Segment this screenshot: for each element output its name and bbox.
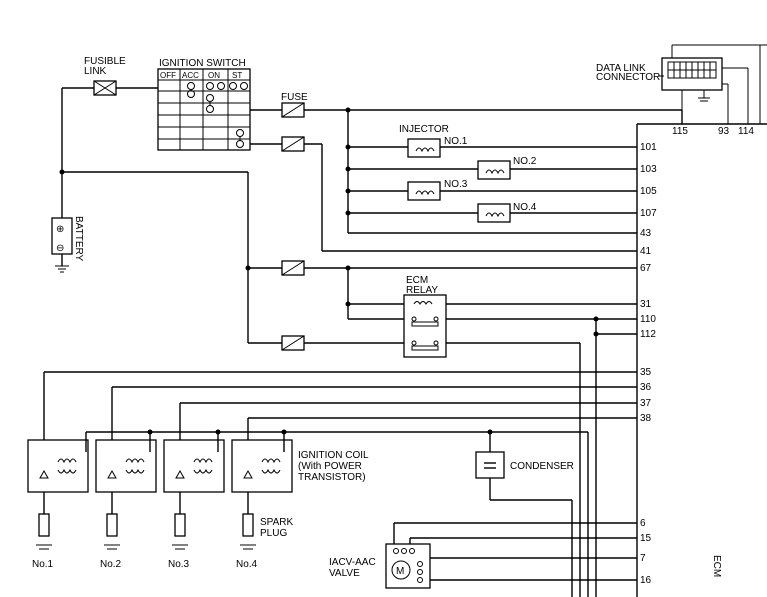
- battery: ⊕ ⊖ BATTERY: [51, 216, 84, 273]
- ignition-coils: IGNITION COIL (With POWER TRANSISTOR): [27, 432, 369, 493]
- spark-plug-label-1: SPARK: [260, 517, 293, 528]
- dlc-label-2: CONNECTOR: [596, 72, 660, 83]
- motor-icon: M: [396, 566, 404, 577]
- ecm-pin: 38: [640, 413, 652, 424]
- ignition-signal-lines: [43, 371, 637, 597]
- ecm-pin-labels: 101 103 105 107 43 41 67 31 110 112 35 3…: [640, 142, 657, 586]
- dlc-label-1: DATA LINK: [596, 63, 646, 74]
- ignition-switch: IGNITION SWITCH OFF ACC ON ST: [157, 58, 282, 151]
- dlc-pin-115: 115: [672, 126, 688, 137]
- fusible-link-label-2: LINK: [84, 66, 107, 77]
- ecm-relay-label-2: RELAY: [406, 285, 438, 296]
- ecm-pin: 110: [640, 314, 656, 325]
- condenser-label: CONDENSER: [510, 461, 574, 472]
- injector-circuit: INJECTOR NO.1 NO.2 NO.3 NO.4: [345, 107, 637, 234]
- ecm-pin: 107: [640, 208, 657, 219]
- fuse: FUSE: [281, 92, 683, 124]
- fusible-link: FUSIBLE LINK: [61, 56, 160, 218]
- plug-no4-label: No.4: [236, 559, 258, 570]
- ignition-switch-label: IGNITION SWITCH: [159, 58, 246, 69]
- condenser: CONDENSER: [475, 432, 574, 597]
- ecm-pin: 112: [640, 329, 656, 340]
- switch-pos-on: ON: [208, 71, 220, 80]
- ecm-relay: ECM RELAY: [345, 268, 637, 597]
- spark-plug-label-2: PLUG: [260, 528, 287, 539]
- ecm-pin: 43: [640, 228, 652, 239]
- ecm-pin: 15: [640, 533, 652, 544]
- battery-minus-icon: ⊖: [56, 243, 64, 254]
- ecm-pin: 105: [640, 186, 657, 197]
- injector-no4-label: NO.4: [513, 202, 537, 213]
- ecm-pin: 37: [640, 398, 652, 409]
- ignition-coil-label-3: TRANSISTOR): [298, 472, 366, 483]
- ecm-pin: 67: [640, 263, 652, 274]
- ecm-label: ECM: [711, 555, 722, 577]
- fusible-link-label-1: FUSIBLE: [84, 56, 126, 67]
- iacv-label-2: VALVE: [329, 568, 360, 579]
- ecm-pin: 16: [640, 575, 652, 586]
- iacv-aac-valve: M IACV-AAC VALVE: [329, 522, 637, 589]
- ecm-pin: 31: [640, 299, 652, 310]
- plug-no2-label: No.2: [100, 559, 122, 570]
- battery-label: BATTERY: [73, 216, 84, 262]
- ecm-module: ECM: [636, 123, 767, 597]
- switch-pos-acc: ACC: [182, 71, 199, 80]
- dlc-pin-114: 114: [738, 126, 754, 137]
- fuse-2: [281, 136, 637, 252]
- fuse-label: FUSE: [281, 92, 308, 103]
- battery-plus-icon: ⊕: [56, 224, 64, 235]
- injector-no1-label: NO.1: [444, 136, 468, 147]
- ecm-pin: 6: [640, 518, 646, 529]
- injector-no2-label: NO.2: [513, 156, 537, 167]
- ecm-pin: 36: [640, 382, 652, 393]
- ecm-relay-label-1: ECM: [406, 275, 428, 286]
- data-link-connector: DATA LINK CONNECTOR 115 93 114: [596, 44, 767, 137]
- switch-pos-off: OFF: [160, 71, 176, 80]
- switch-pos-st: ST: [232, 71, 242, 80]
- injector-label: INJECTOR: [399, 124, 449, 135]
- ecm-pin: 103: [640, 164, 657, 175]
- dlc-pin-93: 93: [718, 126, 730, 137]
- ecm-pin: 35: [640, 367, 652, 378]
- plug-no1-label: No.1: [32, 559, 54, 570]
- ecm-pin: 101: [640, 142, 657, 153]
- ecm-pin: 7: [640, 553, 646, 564]
- injector-no3-label: NO.3: [444, 179, 468, 190]
- battery-feed: [59, 169, 637, 351]
- spark-plugs: SPARK PLUG No.1 No.2 No.3 No.4: [32, 492, 293, 570]
- ignition-coil-label-1: IGNITION COIL: [298, 450, 369, 461]
- iacv-label-1: IACV-AAC: [329, 557, 376, 568]
- ignition-coil-label-2: (With POWER: [298, 461, 362, 472]
- plug-no3-label: No.3: [168, 559, 190, 570]
- ecm-pin: 41: [640, 246, 652, 257]
